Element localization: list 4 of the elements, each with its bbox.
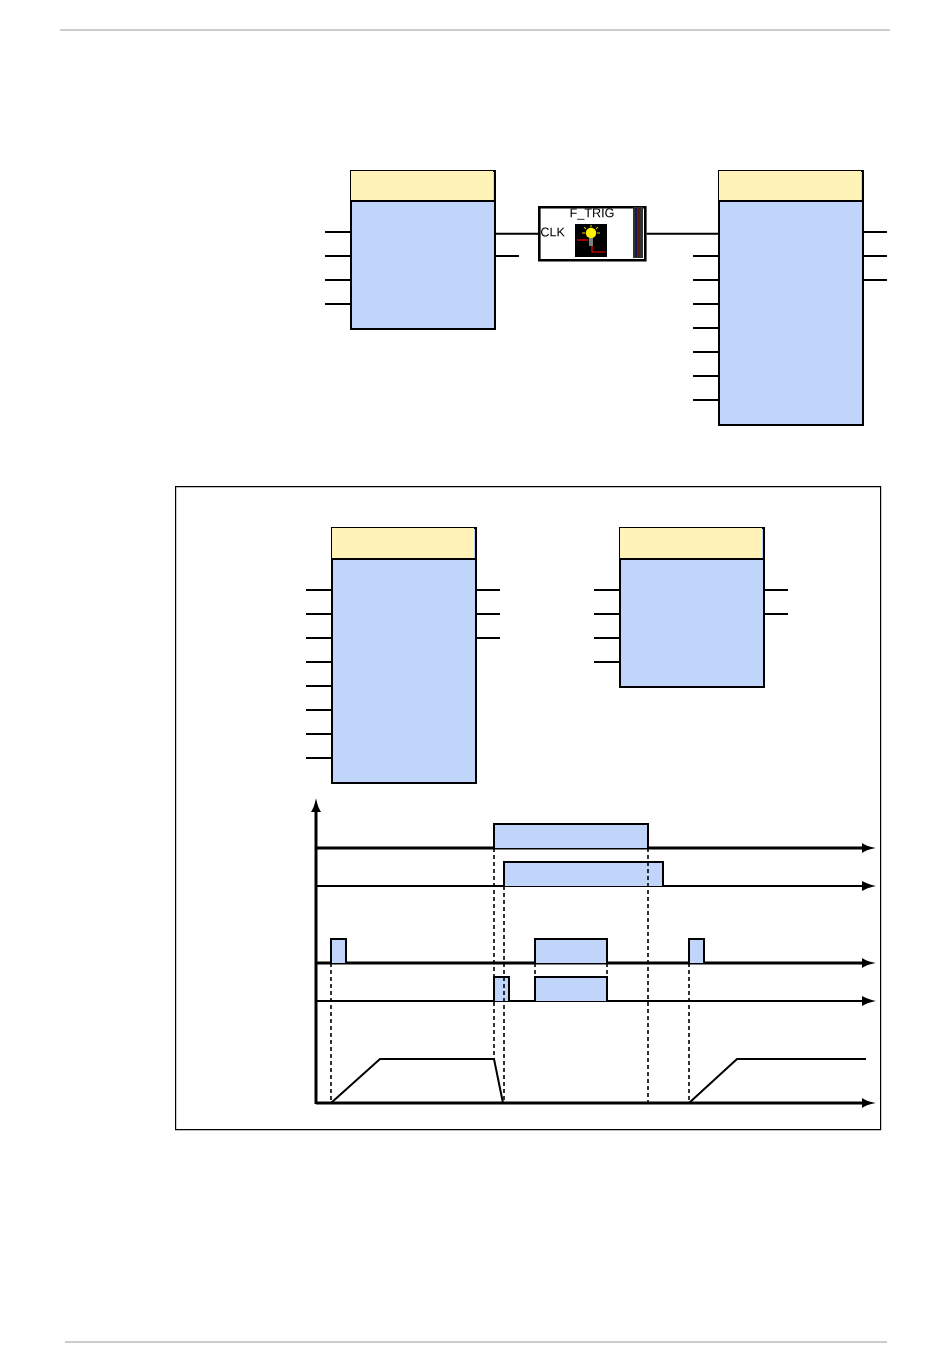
connection-line: [645, 232, 719, 235]
frame-box: [175, 486, 882, 1131]
pin-label: CLK: [541, 227, 565, 237]
connection-line: [495, 232, 539, 235]
